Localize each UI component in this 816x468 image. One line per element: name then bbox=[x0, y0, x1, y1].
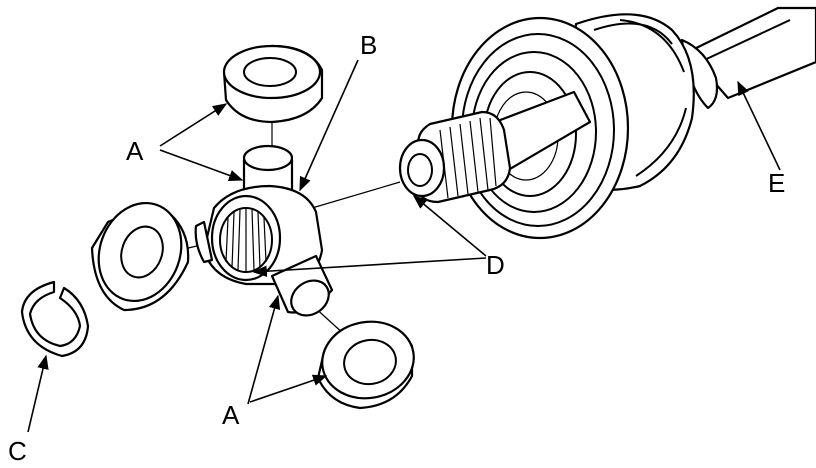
leader-lines bbox=[27, 59, 781, 433]
label-b: B bbox=[360, 30, 377, 60]
label-c: C bbox=[8, 436, 27, 466]
label-a-lower: A bbox=[222, 400, 240, 430]
inner-shaft bbox=[398, 90, 592, 204]
label-e: E bbox=[768, 168, 785, 198]
spider-tripod bbox=[194, 144, 334, 317]
roller-upper bbox=[222, 44, 324, 124]
roller-lower bbox=[316, 320, 415, 410]
label-a-upper: A bbox=[126, 136, 144, 166]
label-d: D bbox=[486, 250, 505, 280]
roller-left bbox=[90, 201, 190, 312]
circlip bbox=[20, 280, 90, 358]
